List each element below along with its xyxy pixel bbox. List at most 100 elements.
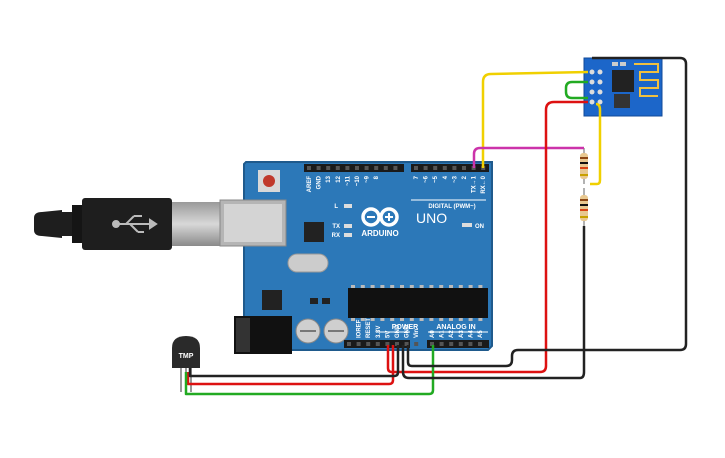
header-hole[interactable] <box>375 342 380 346</box>
chip-pin <box>439 318 444 321</box>
header-hole[interactable] <box>449 342 454 346</box>
header-hole[interactable] <box>326 166 331 170</box>
analog-pin-label: A4 <box>468 330 474 338</box>
header-hole[interactable] <box>423 166 428 170</box>
chip-pin <box>429 285 434 288</box>
digital-header-right <box>411 164 489 172</box>
header-hole[interactable] <box>462 166 466 170</box>
usb-cable <box>34 198 220 250</box>
wire-green-esp <box>564 80 588 100</box>
chip-pin <box>449 285 453 288</box>
power-pin-label: GND <box>395 324 401 338</box>
antenna-trace <box>634 63 659 97</box>
board-model: UNO <box>416 210 447 226</box>
chip-pin <box>468 285 473 288</box>
digital-pin-label: 2 <box>462 175 468 179</box>
led-on <box>462 223 472 227</box>
usb-chip <box>304 222 324 242</box>
digital-header-label: DIGITAL (PWM~) <box>428 204 475 210</box>
analog-header <box>427 340 489 348</box>
wire-yellow-divider <box>590 102 602 186</box>
chip-pin <box>449 318 453 321</box>
header-hole[interactable] <box>414 166 418 170</box>
header-hole[interactable] <box>458 342 463 346</box>
wire-red-esp-power <box>386 100 588 374</box>
header-hole[interactable] <box>430 342 434 346</box>
header-hole[interactable] <box>414 342 419 346</box>
header-hole[interactable] <box>355 166 359 170</box>
chip-pin <box>360 318 365 321</box>
power-pin-label: GND <box>405 324 411 338</box>
digital-pin-label: GND <box>317 175 323 189</box>
arduino-logo-icon <box>361 207 399 227</box>
wire-magenta-rx <box>472 146 584 168</box>
logo-text: ARDUINO <box>361 229 398 238</box>
analog-pin-label: A3 <box>459 330 465 338</box>
analog-pin-label: A1 <box>440 330 446 338</box>
digital-pin-label: ~5 <box>433 175 439 183</box>
header-hole[interactable] <box>439 342 444 346</box>
header-hole[interactable] <box>347 342 351 346</box>
header-hole[interactable] <box>452 166 457 170</box>
chip-pin <box>419 318 424 321</box>
chip-pin <box>390 285 395 288</box>
chip-pin <box>400 318 404 321</box>
header-hole[interactable] <box>383 166 388 170</box>
header-hole[interactable] <box>307 166 311 170</box>
chip-pin <box>478 285 483 288</box>
wire-black-resistor-gnd <box>401 226 586 380</box>
power-pin-label: 5V <box>385 331 391 338</box>
digital-pin-label: RX←0 <box>481 175 487 193</box>
voltage-regulator <box>262 290 282 310</box>
digital-pin-label: 13 <box>326 175 332 182</box>
digital-pin-label: 8 <box>374 175 380 179</box>
analog-pin-label: A2 <box>449 330 455 338</box>
header-hole[interactable] <box>356 342 361 346</box>
chip-pin <box>380 318 385 321</box>
digital-pin-label: ~11 <box>345 175 351 186</box>
chip-pin <box>429 318 434 321</box>
header-hole[interactable] <box>364 166 369 170</box>
header-hole[interactable] <box>395 342 399 346</box>
header-hole[interactable] <box>316 166 321 170</box>
sensor-label: TMP <box>179 353 194 360</box>
reset-button-cap[interactable] <box>263 175 275 187</box>
analog-pin-label: A5 <box>478 330 484 338</box>
digital-pin-label: AREF <box>307 176 313 193</box>
digital-header-left <box>304 164 404 172</box>
digital-pin-label: ~10 <box>355 175 361 186</box>
analog-header-label: ANALOG IN <box>436 324 475 331</box>
atmega-chip <box>348 288 488 318</box>
chip-pin <box>360 285 365 288</box>
led-tx-label: TX <box>332 224 340 230</box>
power-pin-label: Vin <box>414 328 420 338</box>
wire-black-sensor-gnd <box>188 345 400 378</box>
wire-red-sensor-5v <box>186 345 395 386</box>
chip-pin <box>468 318 473 321</box>
digital-pin-label: 4 <box>443 175 449 179</box>
led-rx <box>344 233 352 237</box>
esp-chip <box>612 70 634 92</box>
chip-pin <box>419 285 424 288</box>
header-hole[interactable] <box>345 166 350 170</box>
header-hole[interactable] <box>442 166 447 170</box>
header-hole[interactable] <box>393 166 398 170</box>
analog-pin-label: A0 <box>430 330 436 338</box>
chip-pin <box>380 285 385 288</box>
chip-pin <box>478 318 483 321</box>
wire-yellow-tx <box>481 70 589 168</box>
header-hole[interactable] <box>366 342 371 346</box>
header-hole[interactable] <box>385 342 390 346</box>
header-hole[interactable] <box>468 342 473 346</box>
header-hole[interactable] <box>335 166 340 170</box>
header-hole[interactable] <box>404 342 409 346</box>
flash-chip <box>614 94 630 108</box>
header-hole[interactable] <box>433 166 438 170</box>
chip-pin <box>409 285 414 288</box>
led-l-label: L <box>334 204 338 210</box>
usb-symbol-icon <box>112 215 158 233</box>
header-hole[interactable] <box>374 166 379 170</box>
header-hole[interactable] <box>478 342 482 346</box>
